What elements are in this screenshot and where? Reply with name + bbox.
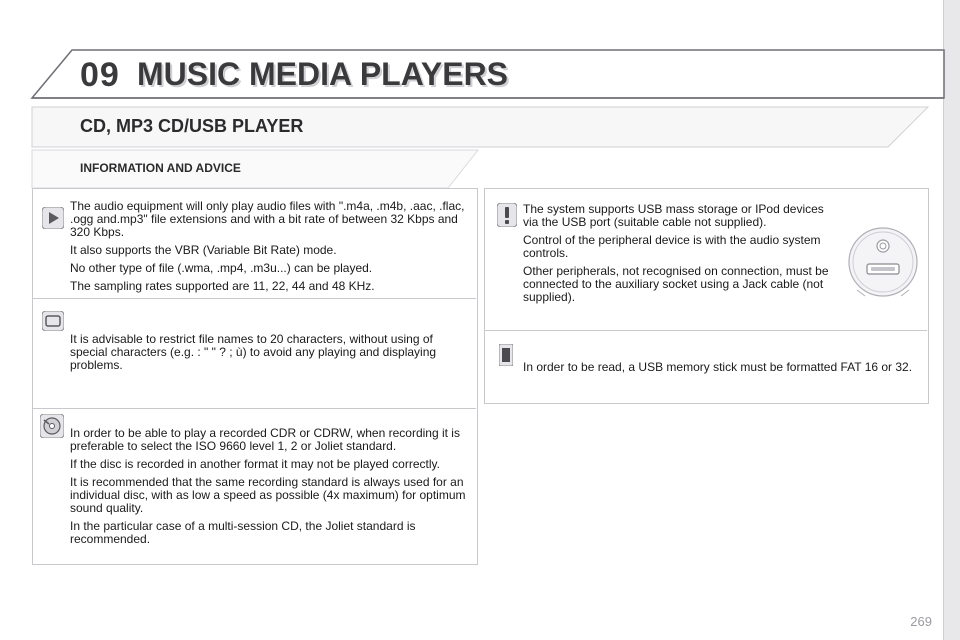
subsection-title: INFORMATION AND ADVICE [80, 161, 241, 175]
paragraph: It also supports the VBR (Variable Bit R… [70, 243, 337, 257]
right-info-panel [484, 188, 929, 404]
paragraph: In order to be read, a USB memory stick … [523, 360, 913, 374]
paragraph: Control of the peripheral device is with… [523, 233, 821, 260]
page-number: 269 [910, 614, 932, 629]
paragraph: It is advisable to restrict file names t… [70, 332, 437, 372]
play-triangle-icon [42, 207, 64, 229]
paragraph: The audio equipment will only play audio… [70, 199, 465, 239]
paragraph: The system supports USB mass storage or … [523, 202, 824, 229]
left-divider-1 [33, 298, 476, 299]
page-edge-strip [943, 0, 960, 640]
disc-icon [40, 414, 64, 438]
left-info-panel [32, 188, 478, 565]
usb-port-illustration [848, 227, 918, 297]
warning-exclamation-icon [497, 203, 517, 227]
paragraph: In order to be able to play a recorded C… [70, 426, 460, 453]
chapter-title: MUSIC MEDIA PLAYERS [137, 56, 509, 92]
left-block-formats: The audio equipment will only play audio… [70, 200, 466, 298]
right-block-fat-format: In order to be read, a USB memory stick … [523, 361, 925, 379]
paragraph: No other type of file (.wma, .mp4, .m3u.… [70, 261, 373, 275]
left-block-cd-recording: In order to be able to play a recorded C… [70, 427, 468, 551]
paragraph: In the particular case of a multi-sessio… [70, 519, 416, 546]
paragraph: If the disc is recorded in another forma… [70, 457, 440, 471]
paragraph: The sampling rates supported are 11, 22,… [70, 279, 375, 293]
header-frame [30, 49, 945, 189]
left-block-filenames: It is advisable to restrict file names t… [70, 333, 466, 377]
right-divider [485, 330, 927, 331]
paragraph: It is recommended that the same recordin… [70, 475, 466, 515]
right-block-usb-support: The system supports USB mass storage or … [523, 203, 841, 309]
info-note-icon [499, 344, 513, 366]
left-divider-2 [33, 408, 476, 409]
section-title: CD, MP3 CD/USB PLAYER [80, 116, 304, 136]
paragraph: Other peripherals, not recognised on con… [523, 264, 829, 304]
screen-icon [42, 311, 64, 331]
chapter-number: 09 [80, 56, 120, 94]
